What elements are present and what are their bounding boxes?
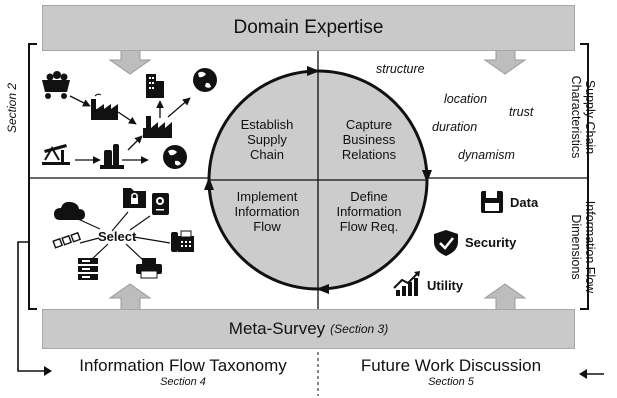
dimension-data: Data [510,195,539,210]
certificate-icon [152,193,169,215]
phone-fax-icon [171,230,194,252]
taxonomy-section: Section 4 [160,376,206,388]
floppy-disk-icon [481,191,503,213]
shield-check-icon [434,230,458,256]
meta-survey-bar: Meta-Survey (Section 3) [42,309,575,349]
factory-icon [143,116,172,138]
future-work-section: Section 5 [428,376,474,388]
server-icon [78,258,98,280]
up-arrow-left [108,283,152,311]
factory-icon [91,93,118,120]
oil-pump-icon [42,144,70,165]
printer-icon [136,258,162,279]
coal-cart-icon [42,71,70,99]
characteristic-duration: duration [432,120,478,134]
meta-survey-section: (Section 3) [330,322,389,336]
select-label: Select [98,229,137,244]
domain-expertise-bar: Domain Expertise [42,5,575,51]
refinery-icon [100,144,124,169]
characteristic-location: location [444,92,488,106]
taxonomy-footer: Information Flow Taxonomy Section 4 [52,356,314,388]
cycle-arrow-right [422,170,432,183]
blockchain-icon [52,231,82,249]
dimension-security: Security [465,235,517,250]
characteristic-dynamism: dynamism [458,148,515,162]
future-work-title: Future Work Discussion [360,356,542,375]
meta-survey-label: Meta-Survey [228,319,326,338]
dimension-utility: Utility [427,278,464,293]
feedback-line-left [17,241,44,372]
cloud-icon [54,201,85,220]
right-bracket [580,43,589,310]
globe-icon [193,68,217,92]
characteristic-trust: trust [509,105,534,119]
city-buildings-icon [146,74,164,98]
down-arrow-left [108,49,152,75]
left-bracket [28,43,37,310]
globe-icon [163,145,187,169]
up-arrow-right [483,283,527,311]
taxonomy-title: Information Flow Taxonomy [79,356,287,375]
cycle-arrow-left [204,177,214,190]
down-arrow-right [483,49,527,75]
section-2-label: Section 2 [5,82,19,134]
characteristic-structure: structure [376,62,425,76]
cycle-arrow-bottom [316,284,329,294]
domain-expertise-label: Domain Expertise [233,17,384,38]
cycle-arrow-top [307,66,320,76]
future-work-footer: Future Work Discussion Section 5 [324,356,578,388]
growth-chart-icon [393,271,420,296]
folder-lock-icon [123,188,146,208]
